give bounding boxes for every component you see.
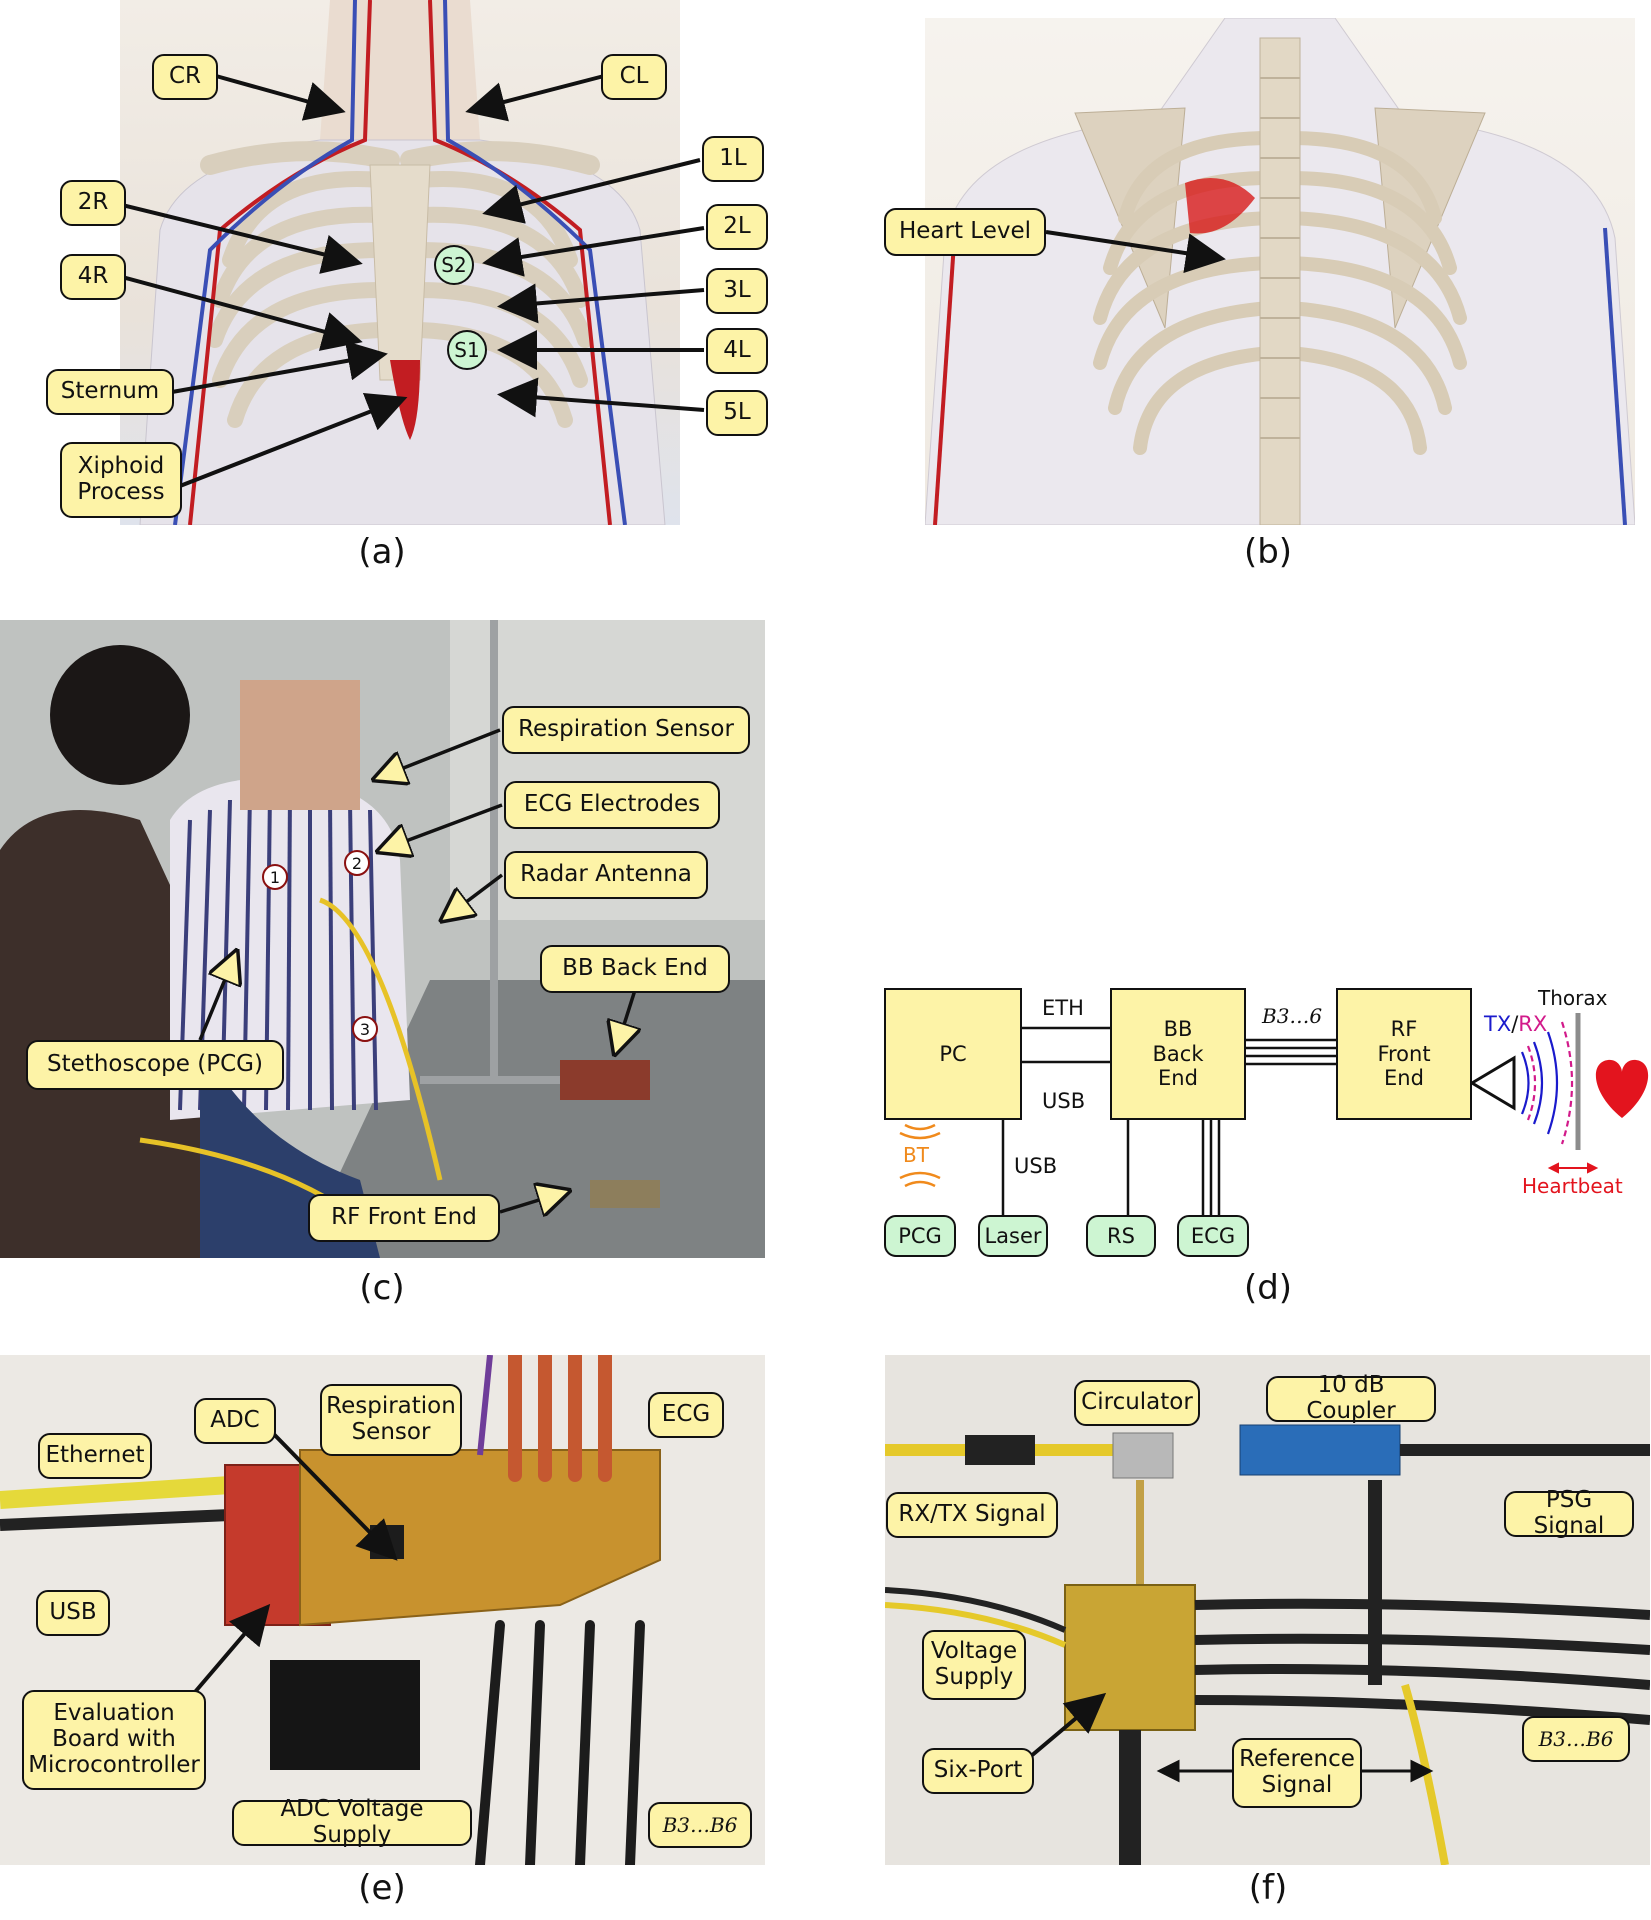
callout-evaluation-board: Evaluation Board with Microcontroller xyxy=(22,1690,206,1790)
callout-voltage-supply: Voltage Supply xyxy=(922,1630,1026,1700)
callout-stethoscope-pcg: Stethoscope (PCG) xyxy=(26,1040,284,1090)
sensor-laser: Laser xyxy=(978,1215,1048,1257)
link-usb-laser-label: USB xyxy=(1014,1154,1058,1178)
link-usb-pc-bb-label: USB xyxy=(1042,1089,1086,1113)
electrode-marker-3: 3 xyxy=(352,1016,378,1042)
point-s2: S2 xyxy=(434,245,474,285)
callout-usb-e: USB xyxy=(36,1590,110,1636)
callout-2l: 2L xyxy=(706,204,768,250)
caption-c: (c) xyxy=(359,1268,405,1308)
callout-six-port: Six-Port xyxy=(922,1748,1034,1794)
callout-ecg-electrodes: ECG Electrodes xyxy=(504,781,720,829)
callout-rx-tx-signal: RX/TX Signal xyxy=(886,1492,1058,1538)
callout-cr: CR xyxy=(152,54,218,100)
callout-xiphoid-process: Xiphoid Process xyxy=(60,442,182,518)
callout-ecg-e: ECG xyxy=(648,1392,724,1438)
callout-bb-back-end: BB Back End xyxy=(540,945,730,993)
callout-3l: 3L xyxy=(706,268,768,314)
caption-e: (e) xyxy=(358,1868,406,1908)
tx-label: TX/RX xyxy=(1484,1012,1547,1036)
callout-adc-voltage-supply: ADC Voltage Supply xyxy=(232,1796,472,1848)
callout-radar-antenna: Radar Antenna xyxy=(504,851,708,899)
callout-respiration-sensor-e: Respiration Sensor xyxy=(320,1384,462,1456)
callout-adc: ADC xyxy=(194,1398,276,1444)
caption-d: (d) xyxy=(1243,1268,1293,1308)
callout-reference-signal: Reference Signal xyxy=(1232,1738,1362,1808)
callout-4r: 4R xyxy=(60,254,126,300)
rx-text: RX xyxy=(1518,1012,1548,1036)
electrode-marker-1: 1 xyxy=(262,864,288,890)
callout-psg-signal: PSG Signal xyxy=(1504,1487,1634,1539)
sensor-pcg: PCG xyxy=(884,1215,956,1257)
callout-heart-level: Heart Level xyxy=(884,208,1046,256)
tx-rx-slash: / xyxy=(1511,1012,1519,1036)
point-s1: S1 xyxy=(447,330,487,370)
heart-icon xyxy=(1595,1059,1649,1118)
block-bb-back-end: BB Back End xyxy=(1110,988,1246,1120)
callout-circulator: Circulator xyxy=(1074,1380,1200,1426)
callout-ethernet: Ethernet xyxy=(38,1433,152,1479)
callout-5l: 5L xyxy=(706,390,768,436)
callout-sternum: Sternum xyxy=(46,369,174,415)
block-rf-front-end: RF Front End xyxy=(1336,988,1472,1120)
sensor-ecg: ECG xyxy=(1177,1215,1249,1257)
caption-b: (b) xyxy=(1243,532,1293,572)
callout-1l: 1L xyxy=(702,136,764,182)
caption-f: (f) xyxy=(1248,1868,1288,1908)
callout-rf-front-end: RF Front End xyxy=(308,1194,500,1242)
thorax-label: Thorax xyxy=(1538,986,1608,1010)
link-bt-label: BT xyxy=(903,1143,929,1167)
callout-respiration-sensor: Respiration Sensor xyxy=(502,706,750,754)
callout-b3-b6-e: B3…B6 xyxy=(648,1802,752,1848)
anatomy-back-image xyxy=(925,18,1635,525)
sensor-rs: RS xyxy=(1086,1215,1156,1257)
callout-2r: 2R xyxy=(60,180,126,226)
caption-a: (a) xyxy=(358,532,406,572)
link-bus-label: B3…6 xyxy=(1262,1004,1323,1028)
callout-10db-coupler: 10 dB Coupler xyxy=(1266,1372,1436,1424)
callout-4l: 4L xyxy=(706,328,768,374)
link-eth-label: ETH xyxy=(1042,996,1084,1020)
heartbeat-label: Heartbeat xyxy=(1522,1174,1623,1198)
callout-cl: CL xyxy=(601,54,667,100)
block-pc: PC xyxy=(884,988,1022,1120)
callout-b3-b6-f: B3…B6 xyxy=(1522,1716,1630,1762)
electrode-marker-2: 2 xyxy=(344,850,370,876)
tx-text: TX xyxy=(1484,1012,1512,1036)
